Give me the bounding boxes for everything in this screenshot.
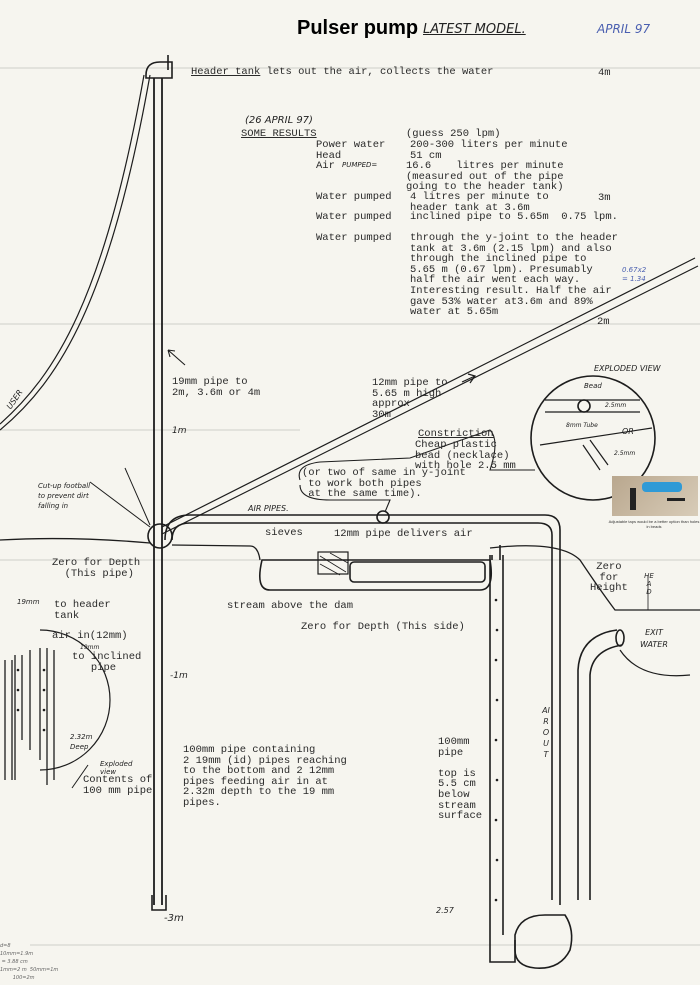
football-note: Cut-up football to prevent dirt falling … — [38, 482, 91, 510]
air-pipes — [164, 514, 561, 905]
scribble-notes: d=8 10mm=1.9m = 3.88 cm 1mm=2 m 50mm=1m … — [0, 943, 59, 981]
value-water-pumped-2: inclined pipe to 5.65m 0.75 lpm. — [410, 211, 618, 223]
height-3m: 3m — [598, 192, 611, 204]
air-out-label: AIROUT — [542, 706, 550, 759]
stream-box — [259, 559, 493, 591]
exploded-small-label: Exploded view — [100, 760, 133, 776]
photo-caption: Adjustable taps would be a better option… — [608, 519, 700, 529]
football — [147, 523, 173, 549]
height-1m: 1m — [172, 426, 187, 436]
exploded-view-title: EXPLODED VIEW — [594, 364, 661, 373]
inclined-pipe — [161, 257, 699, 535]
handwritten-subtitle: LATEST MODEL. — [423, 22, 526, 37]
label-water-pumped-3: Water pumped — [316, 232, 392, 244]
bottom-chamber — [514, 914, 573, 969]
label-head: Head — [316, 150, 342, 162]
label-water-pumped-2: Water pumped — [316, 211, 392, 223]
handwritten-date: APRIL 97 — [597, 22, 651, 36]
hole2-label: 2.5mm — [614, 450, 636, 457]
height-4m: 4m — [598, 67, 611, 79]
hole-label: 2.5mm — [605, 402, 627, 409]
tap-photo — [612, 476, 698, 516]
air-pipes-label: AIR PIPES. — [248, 504, 289, 513]
note-air-pumped: PUMPED= — [342, 161, 378, 169]
air-in-label: air in(12mm) — [52, 630, 128, 642]
height-minus-3m: -3m — [164, 913, 184, 924]
page-title: Pulser pump — [297, 17, 419, 39]
or-label: OR — [622, 427, 634, 436]
deep-label: 2.32m Deep — [70, 733, 93, 751]
vertical-pipe-19mm — [153, 78, 163, 905]
zero-depth-side: Zero for Depth (This side) — [301, 621, 465, 633]
zero-height: Zero for Height — [590, 561, 628, 595]
y-joint-note: (or two of same in y-joint to work both … — [302, 467, 466, 501]
to-inclined-label: to inclined pipe — [72, 651, 142, 674]
to-header-tank-label: to header tank — [54, 599, 111, 622]
pipe19-label: 19mm pipe to 2m, 3.6m or 4m — [172, 376, 261, 399]
ground-line — [0, 537, 700, 611]
header-tank — [145, 61, 173, 79]
results-heading: SOME RESULTS — [241, 128, 317, 140]
results-date: (26 APRIL 97) — [245, 115, 313, 126]
stream-label: stream above the dam — [227, 600, 354, 612]
depth-mark: 2.57 — [436, 906, 454, 915]
exit-pipe — [577, 629, 623, 900]
label-power-water: Power water — [316, 139, 386, 151]
label-water-pumped-1: Water pumped — [316, 191, 392, 203]
pipe100-label: 100mm pipe top is 5.5 cm below stream su… — [438, 736, 483, 823]
height-2m: 2m — [597, 316, 610, 328]
tube-label: 8mm Tube — [566, 422, 598, 429]
header-mm-label: 19mm — [17, 598, 40, 606]
contents-label: Contents of 100 mm pipe — [83, 774, 153, 797]
height-minus-1m: -1m — [170, 671, 188, 681]
constriction-text: Cheap plastic bead (necklace) with hole … — [415, 439, 516, 473]
value-power-water: 200-300 liters per minute — [410, 139, 568, 151]
pipe100-contents: 100mm pipe containing 2 19mm (id) pipes … — [183, 744, 347, 809]
bead-label: Bead — [584, 382, 602, 390]
value-air: 16.6 litres per minute (measured out of … — [406, 160, 564, 194]
calc-note: 0.67x2 = 1.34 — [622, 266, 647, 283]
constriction-bubble — [298, 429, 535, 481]
user-pipe — [0, 74, 151, 431]
results-guess: (guess 250 lpm) — [406, 128, 501, 140]
value-water-pumped-3: through the y-joint to the header tank a… — [410, 232, 618, 319]
sieves-label: sieves — [265, 527, 303, 539]
exit-water-label: EXIT WATER — [640, 628, 668, 649]
constriction-bead — [376, 510, 390, 524]
pipe-100mm-right — [489, 555, 516, 963]
exploded-view-circle — [530, 375, 656, 501]
value-water-pumped-1: 4 litres per minute to header tank at 3.… — [410, 191, 549, 214]
head-label: HEAD — [644, 572, 654, 596]
header-tank-text: Header tank lets out the air, collects t… — [191, 66, 494, 78]
constriction-title: Constriction — [418, 428, 494, 440]
pipe12-label: 12mm pipe to 5.65 m high approx 30m — [372, 377, 448, 421]
exploded-view-left — [39, 629, 111, 771]
label-air: Air — [316, 160, 335, 172]
inclined-mm-label: 19mm — [80, 644, 100, 651]
zero-depth-pipe: Zero for Depth (This pipe) — [52, 557, 141, 580]
delivers-air-label: 12mm pipe delivers air — [334, 528, 473, 540]
value-head: 51 cm — [410, 150, 442, 162]
